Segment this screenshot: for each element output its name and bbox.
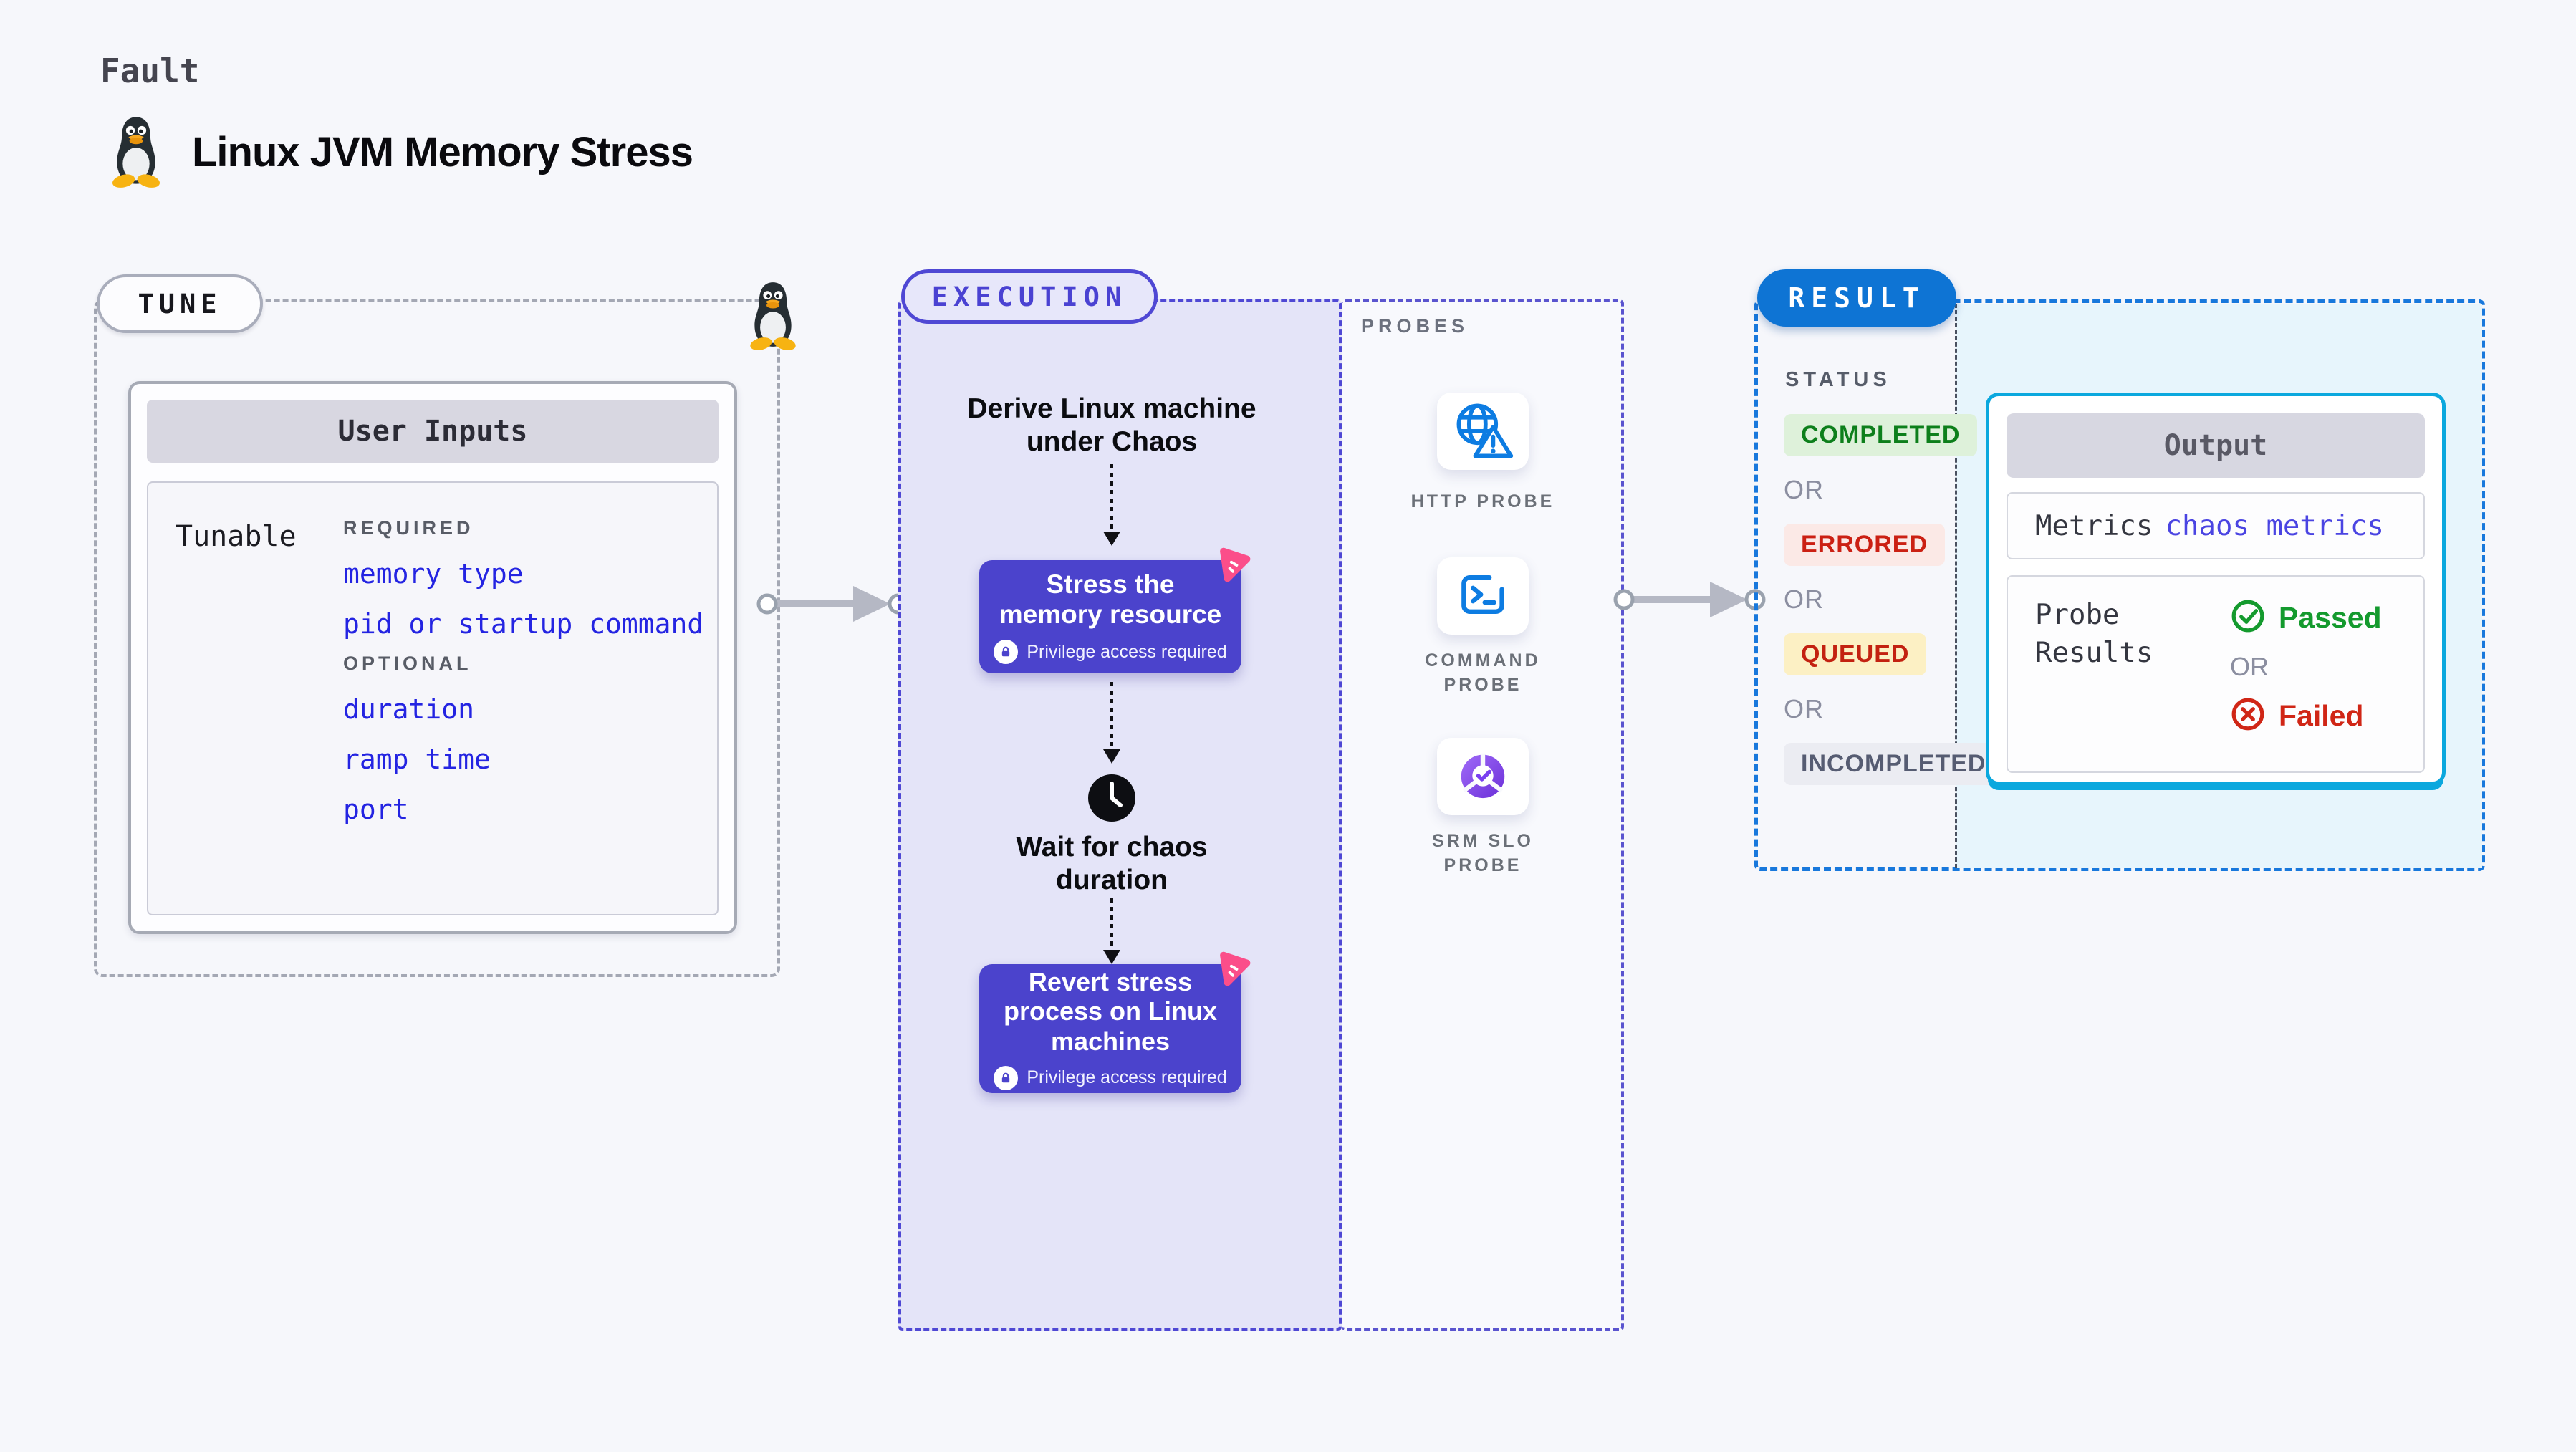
user-inputs-header: User Inputs (147, 400, 719, 463)
output-card: Output Metrics chaos metrics Probe Resul… (1986, 393, 2446, 785)
revert-stress-node: Revert stress process on Linux machines … (979, 951, 1251, 1093)
or-label: OR (1784, 475, 1824, 504)
status-list: COMPLETED OR ERRORED OR QUEUED OR INCOMP… (1784, 414, 2004, 785)
clock-icon (1087, 773, 1137, 827)
or-label: OR (2230, 652, 2269, 681)
http-probe-label: HTTP PROBE (1410, 491, 1555, 511)
dotted-connector (1110, 464, 1113, 530)
param-port[interactable]: port (343, 794, 409, 825)
probes-heading: PROBES (1361, 315, 1469, 337)
stress-node-title: Stress the memory resource (999, 569, 1222, 629)
tux-penguin-icon (105, 113, 168, 191)
page-title-row: Linux JVM Memory Stress (105, 113, 693, 191)
output-header: Output (2007, 413, 2425, 478)
page-title: Linux JVM Memory Stress (192, 129, 693, 176)
arrow-down-icon (1103, 950, 1120, 964)
result-divider (1955, 304, 1957, 868)
result-section-box (1754, 299, 2485, 871)
lock-icon (994, 640, 1019, 665)
probes-section-box (1342, 299, 1624, 1331)
or-label: OR (1784, 694, 1824, 723)
execution-section-label: EXECUTION (901, 269, 1158, 324)
command-probe-label: COMMAND PROBE (1425, 650, 1541, 695)
chaos-logo-icon (1214, 950, 1251, 991)
terminal-icon (1451, 563, 1514, 630)
chaos-logo-icon (1214, 546, 1251, 587)
or-label: OR (1784, 585, 1824, 614)
passed-verdict: Passed (2230, 598, 2396, 638)
status-badge-completed: COMPLETED (1784, 414, 1978, 456)
dotted-connector (1110, 898, 1113, 953)
user-inputs-card: User Inputs Tunable REQUIRED memory type… (128, 381, 737, 934)
x-circle-icon (2230, 696, 2266, 736)
probes-to-result-arrow (1613, 574, 1767, 628)
check-circle-icon (2230, 598, 2266, 638)
status-heading: STATUS (1785, 368, 1891, 391)
result-section-label: RESULT (1757, 269, 1956, 327)
tunable-row-label: Tunable (176, 520, 297, 553)
srm-slo-probe-card[interactable] (1437, 738, 1529, 815)
status-badge-errored: ERRORED (1784, 524, 1946, 566)
globe-alert-icon (1450, 397, 1516, 466)
metrics-row: Metrics chaos metrics (2007, 492, 2425, 559)
optional-heading: OPTIONAL (343, 653, 472, 674)
probe-results-label: Probe Results (2035, 599, 2153, 669)
required-heading: REQUIRED (343, 517, 474, 539)
status-badge-incompleted: INCOMPLETED (1784, 743, 2004, 785)
param-memory-type[interactable]: memory type (343, 558, 524, 590)
slo-pie-check-icon (1451, 744, 1514, 810)
arrow-down-icon (1103, 532, 1120, 546)
arrow-down-icon (1103, 749, 1120, 764)
metrics-label: Metrics (2035, 509, 2153, 542)
param-ramp-time[interactable]: ramp time (343, 744, 491, 775)
tux-penguin-icon-small (744, 271, 802, 362)
probe-results-row: Probe Results Passed OR (2007, 575, 2425, 773)
status-badge-queued: QUEUED (1784, 633, 1927, 675)
stress-memory-node: Stress the memory resource Privilege acc… (979, 547, 1251, 673)
tunable-params: REQUIRED memory type pid or startup comm… (343, 504, 703, 825)
srm-slo-probe-label: SRM SLO PROBE (1432, 831, 1534, 875)
tune-section-label: TUNE (97, 274, 263, 333)
wait-step-text: Wait for chaos duration (1016, 832, 1208, 896)
user-inputs-body: Tunable REQUIRED memory type pid or star… (147, 481, 719, 915)
command-probe-card[interactable] (1437, 557, 1529, 635)
dotted-connector (1110, 682, 1113, 748)
fault-kind-label: Fault (100, 52, 200, 90)
tune-to-execution-arrow (756, 579, 910, 633)
privilege-badge: Privilege access required (994, 640, 1227, 665)
lock-icon (994, 1065, 1019, 1090)
http-probe-card[interactable] (1437, 393, 1529, 470)
derive-step-text: Derive Linux machine under Chaos (967, 393, 1256, 458)
failed-verdict: Failed (2230, 696, 2396, 736)
revert-node-title: Revert stress process on Linux machines (1003, 967, 1218, 1056)
param-duration[interactable]: duration (343, 693, 475, 725)
privilege-badge: Privilege access required (994, 1065, 1227, 1090)
tune-section-box (94, 299, 780, 977)
param-pid-or-startup-command[interactable]: pid or startup command (343, 608, 704, 640)
chaos-metrics-link[interactable]: chaos metrics (2165, 509, 2384, 542)
